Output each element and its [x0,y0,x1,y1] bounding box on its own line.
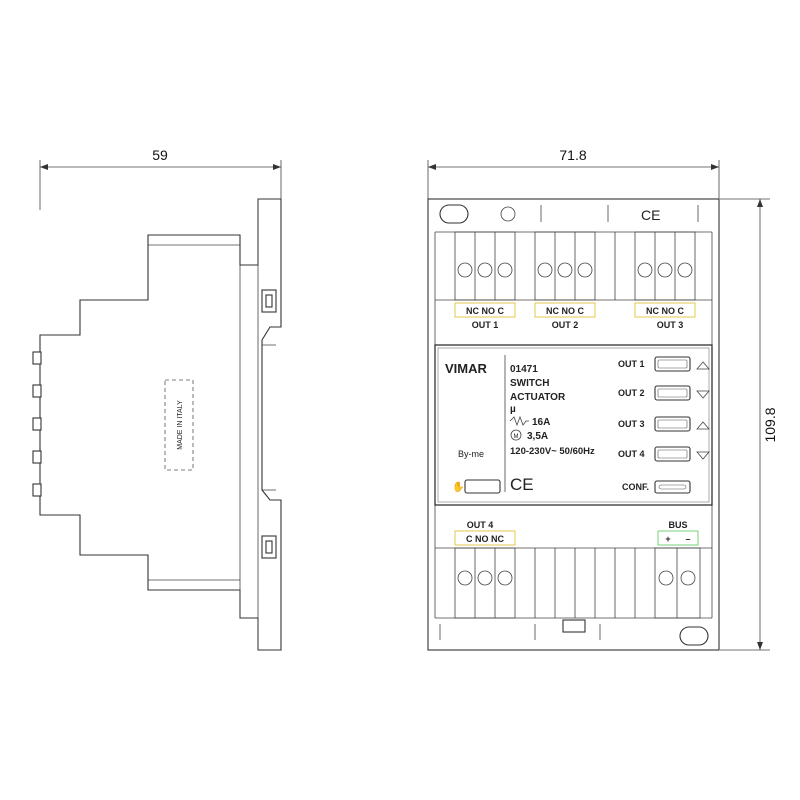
out3-terminal-group: NC NO C [646,306,685,316]
out1-terminal-group: NC NO C [466,306,505,316]
product-line6: 120-230V~ 50/60Hz [510,446,595,457]
out3-label: OUT 3 [657,320,684,330]
out4-terminal-group: C NO NC [466,534,505,544]
top-terminal-block [454,231,696,301]
down-arrow-icon [696,390,710,399]
out2-label: OUT 2 [552,320,579,330]
conf-button-label: CONF. [622,482,649,492]
side-view: 59 MADE IN ITALY [32,147,282,651]
out2-terminal-group: NC NO C [546,306,585,316]
out4-button-row[interactable]: OUT 4 [618,446,710,462]
bus-label: BUS [668,520,687,530]
made-in-italy-label: MADE IN ITALY [177,400,184,450]
front-width-dimension: 71.8 [559,147,586,163]
top-ce-mark: CE [641,207,660,223]
front-panel: VIMAR By-me 01471 SWITCH ACTUATOR µ 16A … [434,344,713,506]
conf-button-row[interactable]: CONF. [622,480,691,494]
out2-button-label: OUT 2 [618,388,645,398]
up-arrow-icon [696,361,710,370]
down-arrow-icon [696,451,710,460]
product-line1: SWITCH [510,378,549,389]
bottom-terminal-block [454,547,701,619]
panel-ce-mark: CE [510,475,534,494]
front-height-dimension: 109.8 [762,407,778,442]
bus-plus: + [665,534,670,544]
vimar-logo: VIMAR [445,361,488,376]
hand-button[interactable]: ✋ [452,479,501,494]
up-arrow-icon [696,421,710,430]
product-line2: ACTUATOR [510,392,566,403]
bus-minus: – [685,534,690,544]
out4-label: OUT 4 [467,520,494,530]
out3-button-row[interactable]: OUT 3 [618,416,710,432]
by-me-logo: By-me [458,449,484,459]
product-code: 01471 [510,364,538,375]
out2-button-row[interactable]: OUT 2 [618,385,710,401]
product-line3: µ [510,404,516,415]
product-line5: 3,5A [527,431,548,442]
front-view: 71.8 109.8 CE [427,147,778,651]
out3-button-label: OUT 3 [618,419,645,429]
product-line4: 16A [532,417,550,428]
resistive-load-icon [509,415,529,427]
out1-button-row[interactable]: OUT 1 [618,356,710,372]
side-width-dimension: 59 [152,147,168,163]
motor-load-icon: M [510,429,522,441]
out1-button-label: OUT 1 [618,359,645,369]
hand-icon: ✋ [452,480,464,493]
out4-button-label: OUT 4 [618,449,645,459]
svg-text:M: M [514,434,519,440]
out1-label: OUT 1 [472,320,499,330]
